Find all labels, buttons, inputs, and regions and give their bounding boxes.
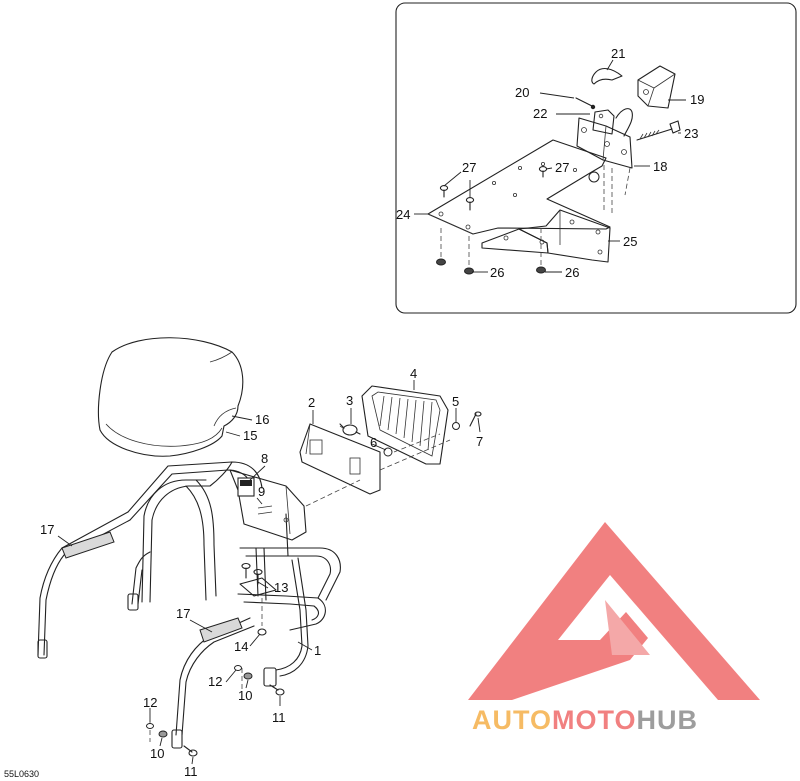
tail-light-4	[361, 385, 449, 465]
nut-26-right	[536, 266, 546, 274]
label-2: 2	[308, 395, 315, 410]
label-10-left: 10	[150, 746, 164, 761]
inset-frame	[395, 2, 797, 314]
label-11-right: 11	[272, 710, 286, 725]
upright-bracket-18	[576, 117, 633, 169]
washer-5-icon	[452, 422, 460, 430]
pin-20	[575, 97, 596, 110]
label-17-upper: 17	[40, 522, 54, 537]
watermark-word-auto: AUTO	[472, 705, 552, 735]
label-3: 3	[346, 393, 353, 408]
watermark-logo: AUTOMOTOHUB	[468, 522, 760, 735]
watermark-triangle-icon	[468, 522, 760, 700]
fasteners-lower-right	[234, 665, 285, 696]
label-26-right: 26	[565, 265, 579, 280]
main-leaders	[57, 380, 481, 765]
label-11-left: 11	[184, 764, 198, 779]
lower-bracket-25	[481, 209, 611, 263]
inset-alignment-lines	[440, 165, 631, 267]
screw-27-right	[538, 166, 548, 178]
fasteners-lower-left	[146, 723, 198, 757]
label-19: 19	[690, 92, 704, 107]
nut-14-icon	[257, 628, 267, 636]
screw-7	[469, 411, 482, 427]
label-17-lower: 17	[176, 606, 190, 621]
backrest-cushion-15-16	[98, 337, 244, 457]
label-14: 14	[234, 639, 248, 654]
rubber-block-19	[637, 65, 676, 109]
label-8: 8	[261, 451, 268, 466]
watermark-word-moto: MOTO	[552, 705, 637, 735]
label-7: 7	[476, 434, 483, 449]
label-10-right: 10	[238, 688, 252, 703]
clip-22	[592, 108, 633, 137]
label-18: 18	[653, 159, 667, 174]
label-27-left: 27	[462, 160, 476, 175]
main-alignment-lines	[149, 425, 451, 742]
bulb-3	[339, 423, 361, 436]
label-22: 22	[533, 106, 547, 121]
svg-text:AUTOMOTOHUB: AUTOMOTOHUB	[472, 705, 698, 735]
label-1: 1	[314, 643, 321, 658]
label-25: 25	[623, 234, 637, 249]
label-5: 5	[452, 394, 459, 409]
label-12-left: 12	[143, 695, 157, 710]
label-9: 9	[258, 484, 265, 499]
label-23: 23	[684, 126, 698, 141]
bolt-head-23-icon	[588, 171, 600, 183]
label-4: 4	[410, 366, 417, 381]
watermark-word-hub: HUB	[637, 705, 699, 735]
bolt-23	[636, 120, 681, 141]
grip-17-upper	[61, 531, 115, 559]
bracket-plate-24	[427, 139, 611, 235]
label-15: 15	[243, 428, 257, 443]
label-20: 20	[515, 85, 529, 100]
label-26-left: 26	[490, 265, 504, 280]
light-mount-bracket	[229, 469, 307, 636]
lens-housing-2	[299, 423, 381, 495]
label-27-right: 27	[555, 160, 569, 175]
label-16: 16	[255, 412, 269, 427]
nut-26-left	[436, 258, 474, 275]
inset-leaders	[414, 59, 686, 273]
label-12-right: 12	[208, 674, 222, 689]
label-24: 24	[396, 207, 410, 222]
label-6: 6	[370, 435, 377, 450]
watermark-inner-triangle-icon	[605, 600, 650, 655]
rack-frame-1	[37, 461, 341, 749]
hairpin-21	[591, 67, 623, 85]
diagram-code: 55L0630	[4, 769, 39, 779]
inset-detail: 21 19 20 22 23 18 27 27 24 25 26 26	[395, 2, 797, 314]
grip-17-lower	[199, 617, 243, 643]
label-13: 13	[274, 580, 288, 595]
label-21: 21	[611, 46, 625, 61]
screw-27-left	[439, 185, 475, 211]
